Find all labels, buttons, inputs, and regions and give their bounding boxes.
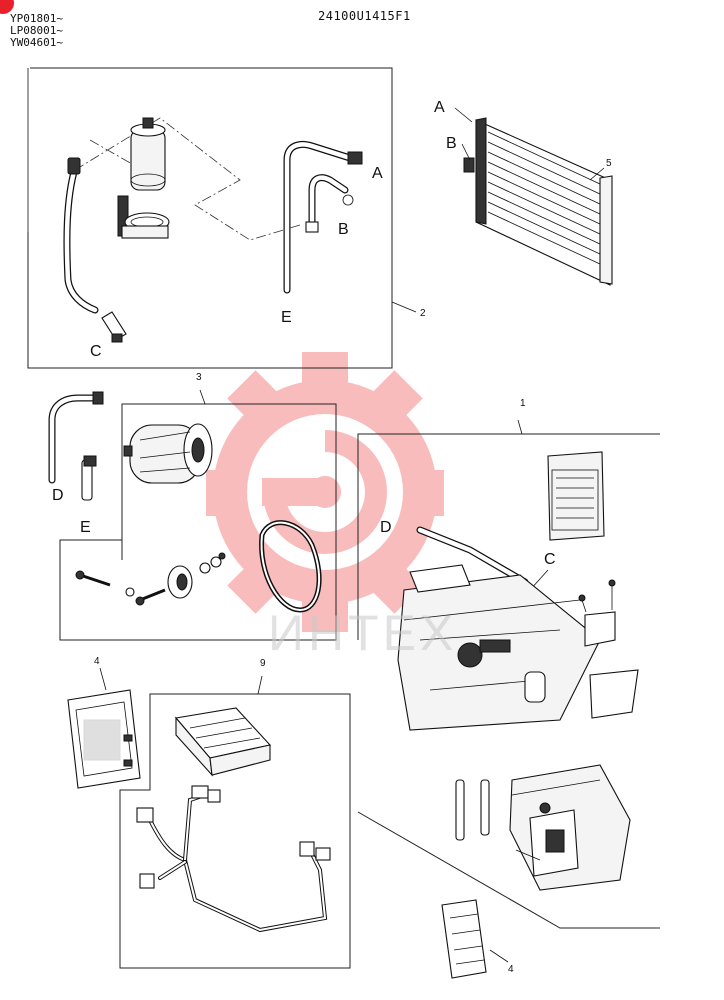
drier-hose-left [63,157,99,314]
blower-unit [509,764,631,891]
watermark-text: ИНТЕХ [268,605,457,661]
label-e: E [281,309,292,326]
pulley [167,565,193,599]
wiring-harness [148,793,328,933]
drive-belt [259,520,322,613]
part-number-1: 1 [520,398,526,409]
part-number-2: 2 [420,308,426,319]
condenser-group: A B 5 [434,99,613,286]
label-b: B [338,221,349,238]
label-d: D [380,519,392,536]
compressor [123,423,213,484]
group-2-frame-lower [27,232,393,369]
evaporator-core [547,451,605,541]
label-c: C [544,551,556,568]
group-2-frame [30,67,393,302]
group-1-frame [357,433,660,640]
harness-connector [207,789,221,803]
heater-unit-housing [397,564,639,731]
group-9-frame [119,693,351,969]
label-a: A [434,99,445,116]
harness-connector [139,873,155,889]
compressor-group: 3 D E [48,372,337,641]
harness-connector [136,807,154,823]
part-number-9: 9 [260,658,266,669]
label-e: E [80,519,91,536]
condenser [475,119,611,286]
washer [125,587,135,597]
receiver-drier-hose-group: C A B E 2 [27,67,426,369]
controller-group: 4 [67,656,141,789]
harness-connector [299,841,315,857]
harness-connector [191,785,209,799]
label-b: B [446,135,457,152]
drawing-number: 24100U1415F1 [318,9,411,23]
washer [199,552,226,574]
label-a: A [372,165,383,182]
corner-mark [0,0,14,14]
hose-d [48,391,104,484]
part-number-4: 4 [94,656,100,667]
serial-range: YW04601~ [10,36,63,49]
heater-evaporator-unit-group: 1 D C [357,398,660,979]
control-panel [174,707,272,777]
controller-unit [67,689,141,789]
bolt [75,570,111,587]
hose-d [416,526,529,586]
fitting-c [101,311,127,343]
mounting-bracket [578,579,616,647]
serial-range-list: YP01801~ LP08001~ YW04601~ [10,13,63,49]
harness-connector [315,847,331,861]
serial-range: LP08001~ [10,24,63,37]
label-d: D [52,487,64,504]
part-number-4: 4 [508,964,514,975]
drain-tube [455,779,490,841]
hose-e [81,455,97,501]
serial-range: YP01801~ [10,12,63,25]
drier-bracket [117,195,170,239]
part-number-5: 5 [606,158,612,169]
part-number-3: 3 [196,372,202,383]
label-c: C [90,343,102,360]
group-3-frame [59,403,337,641]
pipe-e [283,140,363,294]
watermark-gear-logo [206,352,444,632]
receiver-drier [130,117,166,191]
control-panel-harness-group: 9 [119,658,351,969]
bolt [135,588,166,606]
air-filter [441,899,487,979]
pipe-b [305,174,354,233]
